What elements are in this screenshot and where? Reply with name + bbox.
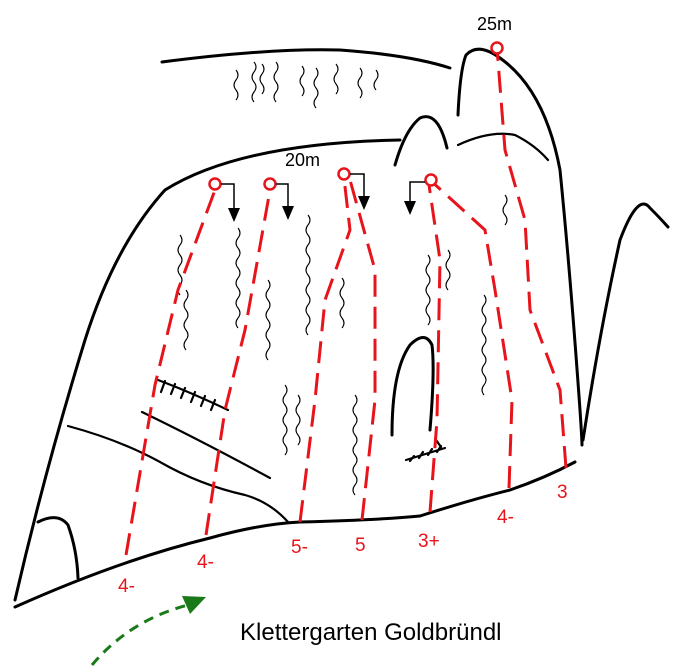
ground-line [13,460,577,609]
belay-anchor [263,177,277,191]
approach-arrowhead [182,596,206,614]
wall-texture [177,61,508,496]
route-line [495,47,568,469]
height-label-25m: 25m [477,14,512,34]
route-grade: 4- [197,552,214,573]
belay-anchor [490,41,504,55]
lower-off-arrow [350,173,370,210]
cave-outline [390,336,435,437]
route-line [348,179,377,521]
route-grade: 5 [355,535,366,556]
height-label-20m: 20m [285,150,320,170]
tower-outline [456,47,584,447]
summit-ledge-top [160,48,452,70]
belay-anchor [208,177,222,191]
ledge-hatch-cave [404,438,447,463]
route-line [204,189,272,536]
ledge-2 [140,410,272,480]
summit-pinnacle [393,115,449,167]
lower-off-arrows [221,173,425,222]
rock-outline [13,47,670,609]
route-lines [124,47,568,556]
lower-off-arrow [276,183,294,220]
route-line [427,184,442,513]
belay-anchor [424,173,438,187]
anchors [208,41,504,191]
right-pinnacle [581,202,670,442]
route-grade: 4- [497,507,514,528]
lower-off-arrow [404,181,425,215]
route-line [428,178,514,489]
route-line [298,177,352,523]
ledge-3 [66,424,290,524]
route-line [124,189,217,556]
crag-title: Klettergarten Goldbründl [240,619,502,646]
tower-arch-ledge [456,132,550,162]
route-grade: 5- [291,537,308,558]
belay-anchor [337,167,351,181]
route-grade: 4- [118,576,135,597]
approach-path [90,603,189,666]
route-grade: 3 [557,482,568,503]
approach-arrow [90,596,206,666]
lower-off-arrow [221,183,240,222]
left-small-overhang [36,516,80,580]
main-wall-outline [13,138,402,602]
route-grade: 3+ [418,531,440,552]
ledge-hatch-upper [159,379,217,412]
